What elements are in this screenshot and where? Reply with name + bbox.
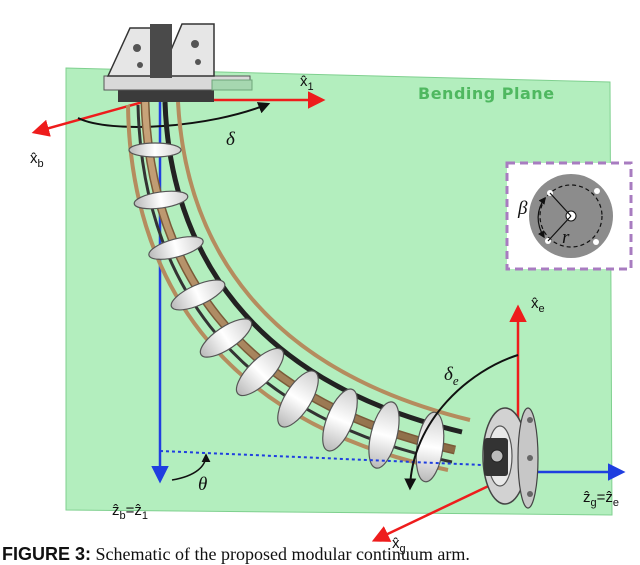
delta-rotation-arc <box>77 102 271 128</box>
figure-caption: FIGURE 3: Schematic of the proposed modu… <box>2 544 638 565</box>
axis-xb <box>31 98 151 137</box>
figure-caption-label: FIGURE 3: <box>2 544 92 564</box>
spacer-disk <box>277 370 319 428</box>
spacer-disk <box>415 411 445 483</box>
delta-label: δ <box>226 129 236 150</box>
spacer-disk <box>199 318 253 358</box>
continuum-arm-backbone <box>126 101 471 472</box>
spacer-disks <box>128 142 445 483</box>
bending-plane <box>65 67 613 516</box>
theta-label: θ <box>198 474 207 495</box>
cross-section-inset: β r <box>505 161 633 271</box>
spacer-disk <box>128 142 182 158</box>
delta-e-rotation-arc <box>404 354 519 491</box>
spacer-disk <box>235 347 285 397</box>
bending-plane-label: Bending Plane <box>418 84 555 103</box>
spacer-disk <box>170 279 226 311</box>
radius-label: r <box>562 227 570 248</box>
xb-axis-label: x̂b <box>30 150 44 170</box>
theta-arc <box>171 453 211 481</box>
spacer-disk <box>368 401 400 469</box>
spacer-disk <box>148 236 204 260</box>
base-mount-icon <box>103 23 253 102</box>
end-effector-gripper-icon <box>482 407 539 509</box>
figure-caption-text: Schematic of the proposed modular contin… <box>91 544 470 564</box>
beta-label: β <box>517 198 528 219</box>
cross-section-disk-icon <box>529 174 613 258</box>
spacer-disk <box>133 190 189 210</box>
spacer-disk <box>322 388 358 452</box>
